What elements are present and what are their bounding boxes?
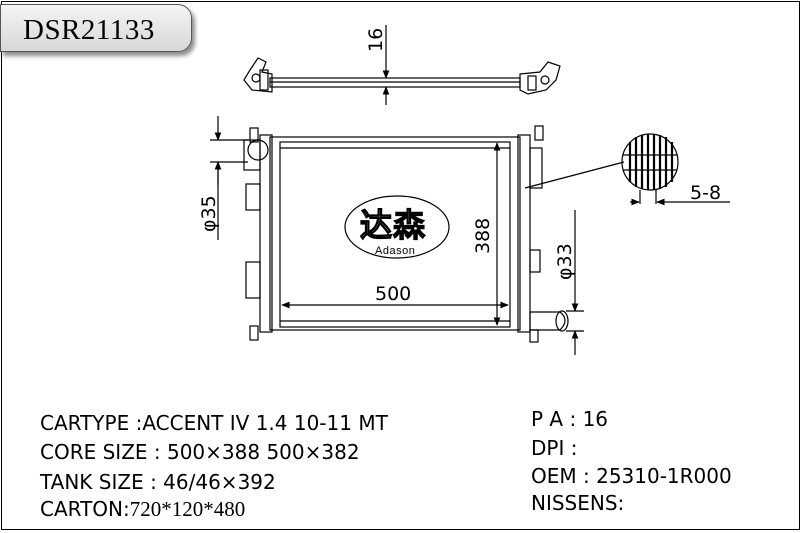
spec-dpi: DPI : bbox=[531, 438, 577, 458]
front-view bbox=[243, 125, 569, 343]
spec-nissens-label: NISSENS: bbox=[531, 491, 625, 515]
dim-fin-detail: 5-8 bbox=[690, 182, 722, 204]
fin-detail-circle bbox=[621, 133, 679, 191]
spec-dpi-label: DPI : bbox=[531, 436, 578, 460]
logo-chinese: 达森 bbox=[359, 205, 427, 244]
part-code-tab: DSR21133 bbox=[0, 4, 192, 52]
spec-tank-size-value: 46/46×392 bbox=[163, 470, 276, 494]
spec-oem-value: 25310-1R000 bbox=[596, 464, 732, 488]
dim-right-outlet: φ33 bbox=[554, 243, 576, 280]
spec-tank-size-label: TANK SIZE : bbox=[40, 470, 164, 494]
spec-oem-label: OEM : bbox=[531, 464, 597, 488]
spec-oem: OEM : 25310-1R000 bbox=[531, 466, 732, 486]
logo-ellipse bbox=[344, 195, 450, 259]
spec-core-size: CORE SIZE : 500×388 500×382 bbox=[40, 442, 360, 462]
spec-nissens: NISSENS: bbox=[531, 493, 624, 513]
spec-pa-label: P A : bbox=[531, 407, 583, 431]
logo-latin: Adason bbox=[375, 245, 416, 257]
spec-cartype-value: ACCENT IV 1.4 10-11 MT bbox=[142, 411, 388, 435]
spec-core-size-label: CORE SIZE : bbox=[40, 440, 167, 464]
spec-pa-value: 16 bbox=[582, 407, 609, 431]
dim-top-tank-height: 16 bbox=[365, 27, 387, 52]
spec-cartype: CARTYPE :ACCENT IV 1.4 10-11 MT bbox=[40, 413, 388, 433]
dim-left-inlet: φ35 bbox=[198, 195, 220, 232]
spec-carton: CARTON:720*120*480 bbox=[40, 499, 245, 520]
spec-carton-label: CARTON: bbox=[40, 497, 130, 521]
dim-core-height: 388 bbox=[472, 217, 494, 254]
part-code: DSR21133 bbox=[23, 14, 155, 46]
spec-core-size-value: 500×388 500×382 bbox=[166, 440, 360, 464]
spec-pa: P A : 16 bbox=[531, 409, 608, 429]
dim-core-width: 500 bbox=[375, 283, 412, 305]
spec-tank-size: TANK SIZE : 46/46×392 bbox=[40, 472, 276, 492]
top-view bbox=[243, 25, 561, 105]
spec-carton-value: 720*120*480 bbox=[129, 497, 246, 521]
spec-cartype-label: CARTYPE : bbox=[40, 411, 143, 435]
